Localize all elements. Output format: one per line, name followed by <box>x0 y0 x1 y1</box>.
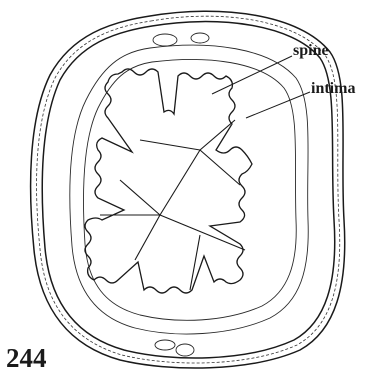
fold-line <box>160 215 245 250</box>
fold-line <box>160 150 200 215</box>
fold-line <box>135 215 160 260</box>
intima-leader <box>246 92 310 118</box>
cell-cluster <box>176 344 194 356</box>
intima-label: intima <box>311 81 355 97</box>
granular-layer-inner <box>83 59 296 320</box>
intima-outline <box>85 69 252 293</box>
fold-line <box>120 180 160 215</box>
spine-label: spine <box>293 43 329 59</box>
fold-line <box>140 140 200 150</box>
outer-wall-striation <box>37 16 340 363</box>
cell-cluster <box>153 34 177 46</box>
cell-cluster <box>155 340 175 350</box>
outer-wall <box>31 11 345 368</box>
fold-line <box>200 150 240 185</box>
cell-cluster <box>191 33 209 43</box>
outer-wall-inner-edge <box>42 22 335 358</box>
figure-number: 244 <box>6 345 47 372</box>
fold-line <box>200 120 235 150</box>
